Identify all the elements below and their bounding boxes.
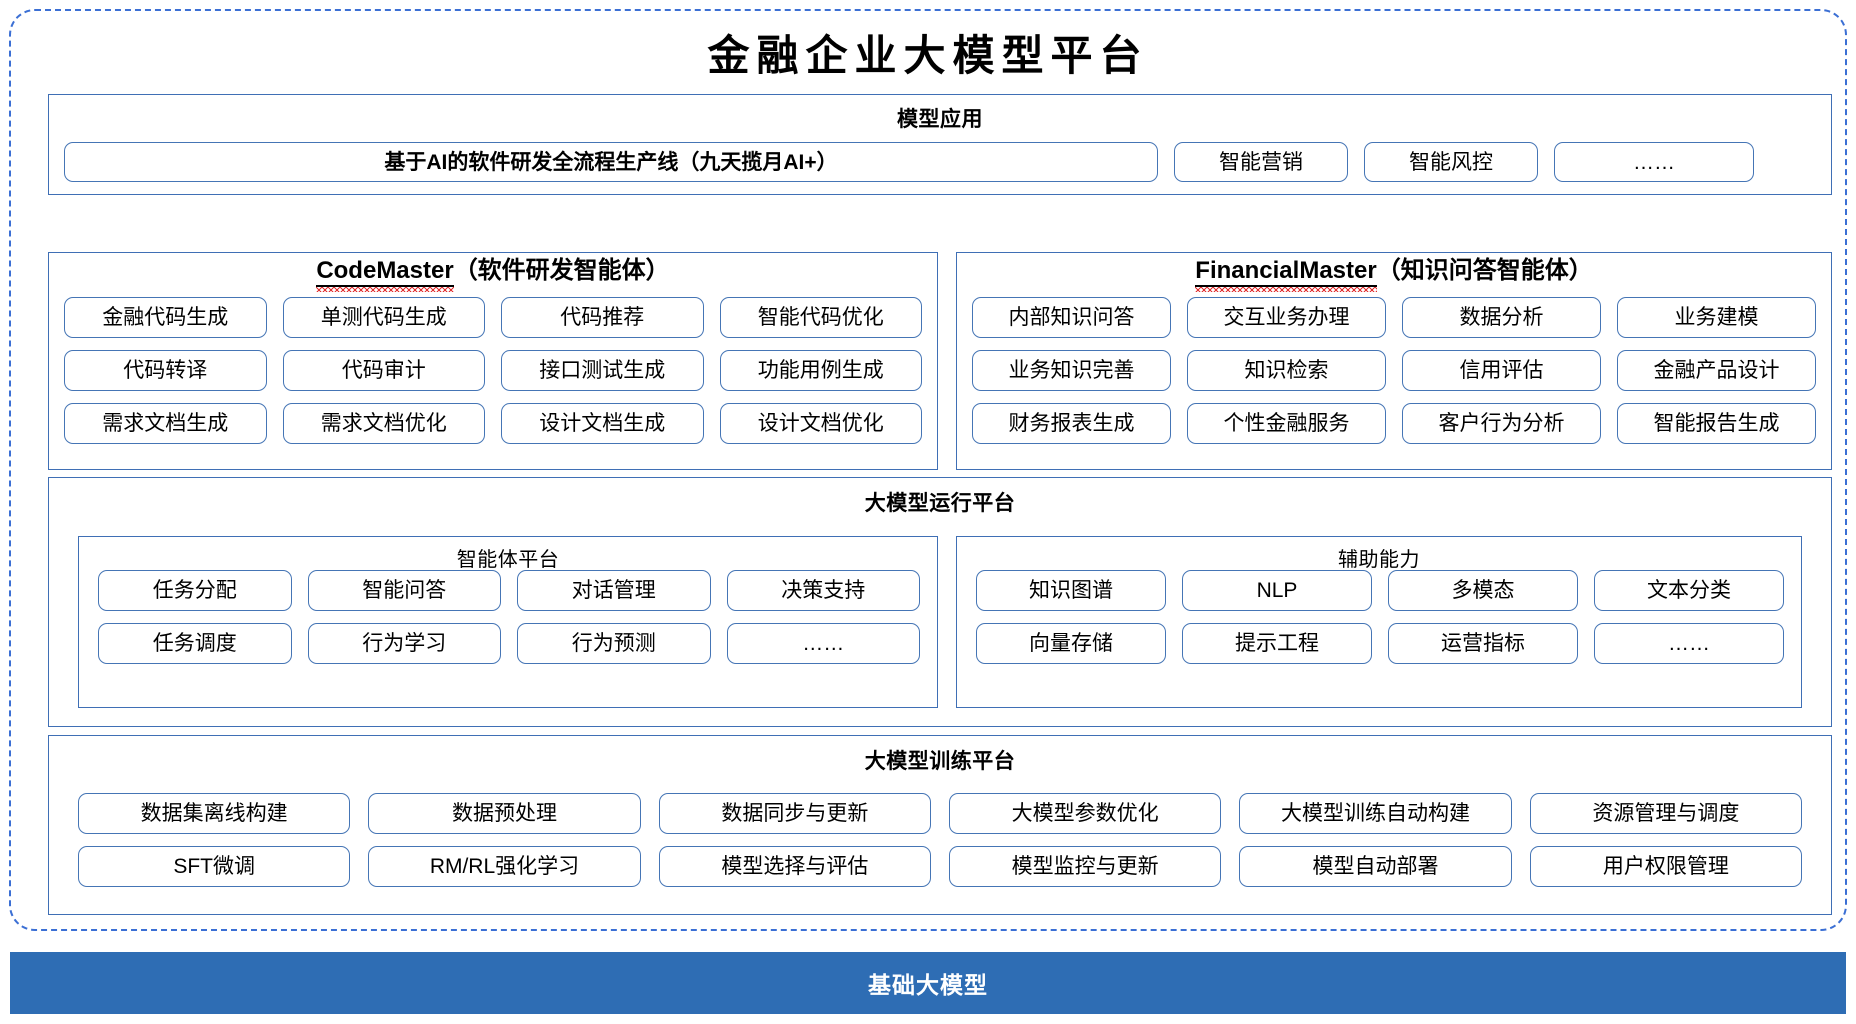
codemaster-name-cn: （软件研发智能体） [453, 257, 670, 284]
auxiliary-capability[interactable]: 文本分类 [1594, 570, 1784, 611]
codemaster-name-en: CodeMaster [316, 257, 455, 293]
training-capability[interactable]: 用户权限管理 [1529, 846, 1802, 887]
training-capability[interactable]: 模型自动部署 [1239, 846, 1512, 887]
codemaster-capability[interactable]: 需求文档生成 [64, 403, 267, 444]
model-application-title: 模型应用 [897, 108, 983, 131]
auxiliary-capability-title: 辅助能力 [1338, 549, 1420, 571]
agent-platform-capability[interactable]: 对话管理 [517, 570, 711, 611]
codemaster-capability[interactable]: 智能代码优化 [719, 297, 922, 338]
training-capability[interactable]: 数据预处理 [368, 793, 641, 834]
financialmaster-capability[interactable]: 业务知识完善 [972, 350, 1171, 391]
codemaster-capability[interactable]: 单测代码生成 [282, 297, 485, 338]
training-platform-capability-grid: 数据集离线构建 数据预处理 数据同步与更新 大模型参数优化 大模型训练自动构建 … [78, 793, 1802, 887]
app-item-risk-control[interactable]: 智能风控 [1364, 142, 1538, 182]
agent-platform-capability[interactable]: 任务调度 [98, 623, 292, 664]
runtime-platform-title: 大模型运行平台 [864, 492, 1016, 515]
training-capability[interactable]: 模型监控与更新 [949, 846, 1222, 887]
base-model-bar: 基础大模型 [10, 952, 1846, 1014]
agent-platform-capability[interactable]: 决策支持 [726, 570, 920, 611]
codemaster-capability[interactable]: 代码推荐 [501, 297, 704, 338]
agent-platform-capability[interactable]: 行为学习 [307, 623, 501, 664]
base-model-label: 基础大模型 [868, 972, 988, 998]
financialmaster-capability[interactable]: 金融产品设计 [1617, 350, 1816, 391]
financialmaster-capability[interactable]: 信用评估 [1402, 350, 1601, 391]
codemaster-capability[interactable]: 需求文档优化 [282, 403, 485, 444]
app-item-ai-pipeline[interactable]: 基于AI的软件研发全流程生产线（九天揽月AI+） [64, 142, 1158, 182]
training-capability[interactable]: 大模型参数优化 [949, 793, 1222, 834]
training-capability[interactable]: 资源管理与调度 [1529, 793, 1802, 834]
auxiliary-capability[interactable]: 多模态 [1388, 570, 1578, 611]
agent-platform-capability-grid: 任务分配 智能问答 对话管理 决策支持 任务调度 行为学习 行为预测 …… [98, 570, 920, 664]
codemaster-capability[interactable]: 接口测试生成 [501, 350, 704, 391]
financialmaster-capability[interactable]: 业务建模 [1617, 297, 1816, 338]
codemaster-capability[interactable]: 设计文档优化 [719, 403, 922, 444]
training-capability[interactable]: 模型选择与评估 [658, 846, 931, 887]
financialmaster-name-cn: （知识问答智能体） [1376, 257, 1593, 284]
financialmaster-capability[interactable]: 个性金融服务 [1187, 403, 1386, 444]
financialmaster-capability[interactable]: 客户行为分析 [1402, 403, 1601, 444]
agent-platform-capability[interactable]: 智能问答 [307, 570, 501, 611]
model-application-items: 基于AI的软件研发全流程生产线（九天揽月AI+） 智能营销 智能风控 …… [64, 142, 1754, 182]
training-capability[interactable]: 数据同步与更新 [658, 793, 931, 834]
financialmaster-capability[interactable]: 知识检索 [1187, 350, 1386, 391]
codemaster-heading: CodeMaster（软件研发智能体） [48, 257, 938, 293]
financialmaster-name-en: FinancialMaster [1195, 257, 1378, 293]
training-capability[interactable]: RM/RL强化学习 [368, 846, 641, 887]
codemaster-capability[interactable]: 代码审计 [282, 350, 485, 391]
codemaster-capability-grid: 金融代码生成 单测代码生成 代码推荐 智能代码优化 代码转译 代码审计 接口测试… [64, 297, 922, 444]
financialmaster-capability[interactable]: 内部知识问答 [972, 297, 1171, 338]
training-capability[interactable]: SFT微调 [78, 846, 351, 887]
financialmaster-capability[interactable]: 财务报表生成 [972, 403, 1171, 444]
financialmaster-capability[interactable]: 数据分析 [1402, 297, 1601, 338]
training-capability[interactable]: 数据集离线构建 [78, 793, 351, 834]
codemaster-capability[interactable]: 功能用例生成 [719, 350, 922, 391]
financialmaster-capability[interactable]: 交互业务办理 [1187, 297, 1386, 338]
financialmaster-capability[interactable]: 智能报告生成 [1617, 403, 1816, 444]
financialmaster-capability-grid: 内部知识问答 交互业务办理 数据分析 业务建模 业务知识完善 知识检索 信用评估… [972, 297, 1816, 444]
auxiliary-capability[interactable]: …… [1594, 623, 1784, 664]
training-capability[interactable]: 大模型训练自动构建 [1239, 793, 1512, 834]
auxiliary-capability[interactable]: 知识图谱 [976, 570, 1166, 611]
auxiliary-capability[interactable]: 向量存储 [976, 623, 1166, 664]
page-title: 金融企业大模型平台 [707, 31, 1149, 80]
agent-platform-capability[interactable]: 行为预测 [517, 623, 711, 664]
app-item-more[interactable]: …… [1554, 142, 1754, 182]
agent-platform-capability[interactable]: 任务分配 [98, 570, 292, 611]
agent-platform-title: 智能体平台 [456, 549, 560, 571]
codemaster-capability[interactable]: 金融代码生成 [64, 297, 267, 338]
auxiliary-capability-grid: 知识图谱 NLP 多模态 文本分类 向量存储 提示工程 运营指标 …… [976, 570, 1784, 664]
auxiliary-capability-subpanel: 辅助能力 [956, 536, 1802, 708]
app-item-marketing[interactable]: 智能营销 [1174, 142, 1348, 182]
training-platform-title: 大模型训练平台 [864, 750, 1016, 773]
codemaster-capability[interactable]: 代码转译 [64, 350, 267, 391]
agent-platform-capability[interactable]: …… [726, 623, 920, 664]
auxiliary-capability[interactable]: 运营指标 [1388, 623, 1578, 664]
auxiliary-capability[interactable]: NLP [1182, 570, 1372, 611]
auxiliary-capability[interactable]: 提示工程 [1182, 623, 1372, 664]
financialmaster-heading: FinancialMaster（知识问答智能体） [956, 257, 1832, 293]
codemaster-capability[interactable]: 设计文档生成 [501, 403, 704, 444]
agent-platform-subpanel: 智能体平台 [78, 536, 938, 708]
